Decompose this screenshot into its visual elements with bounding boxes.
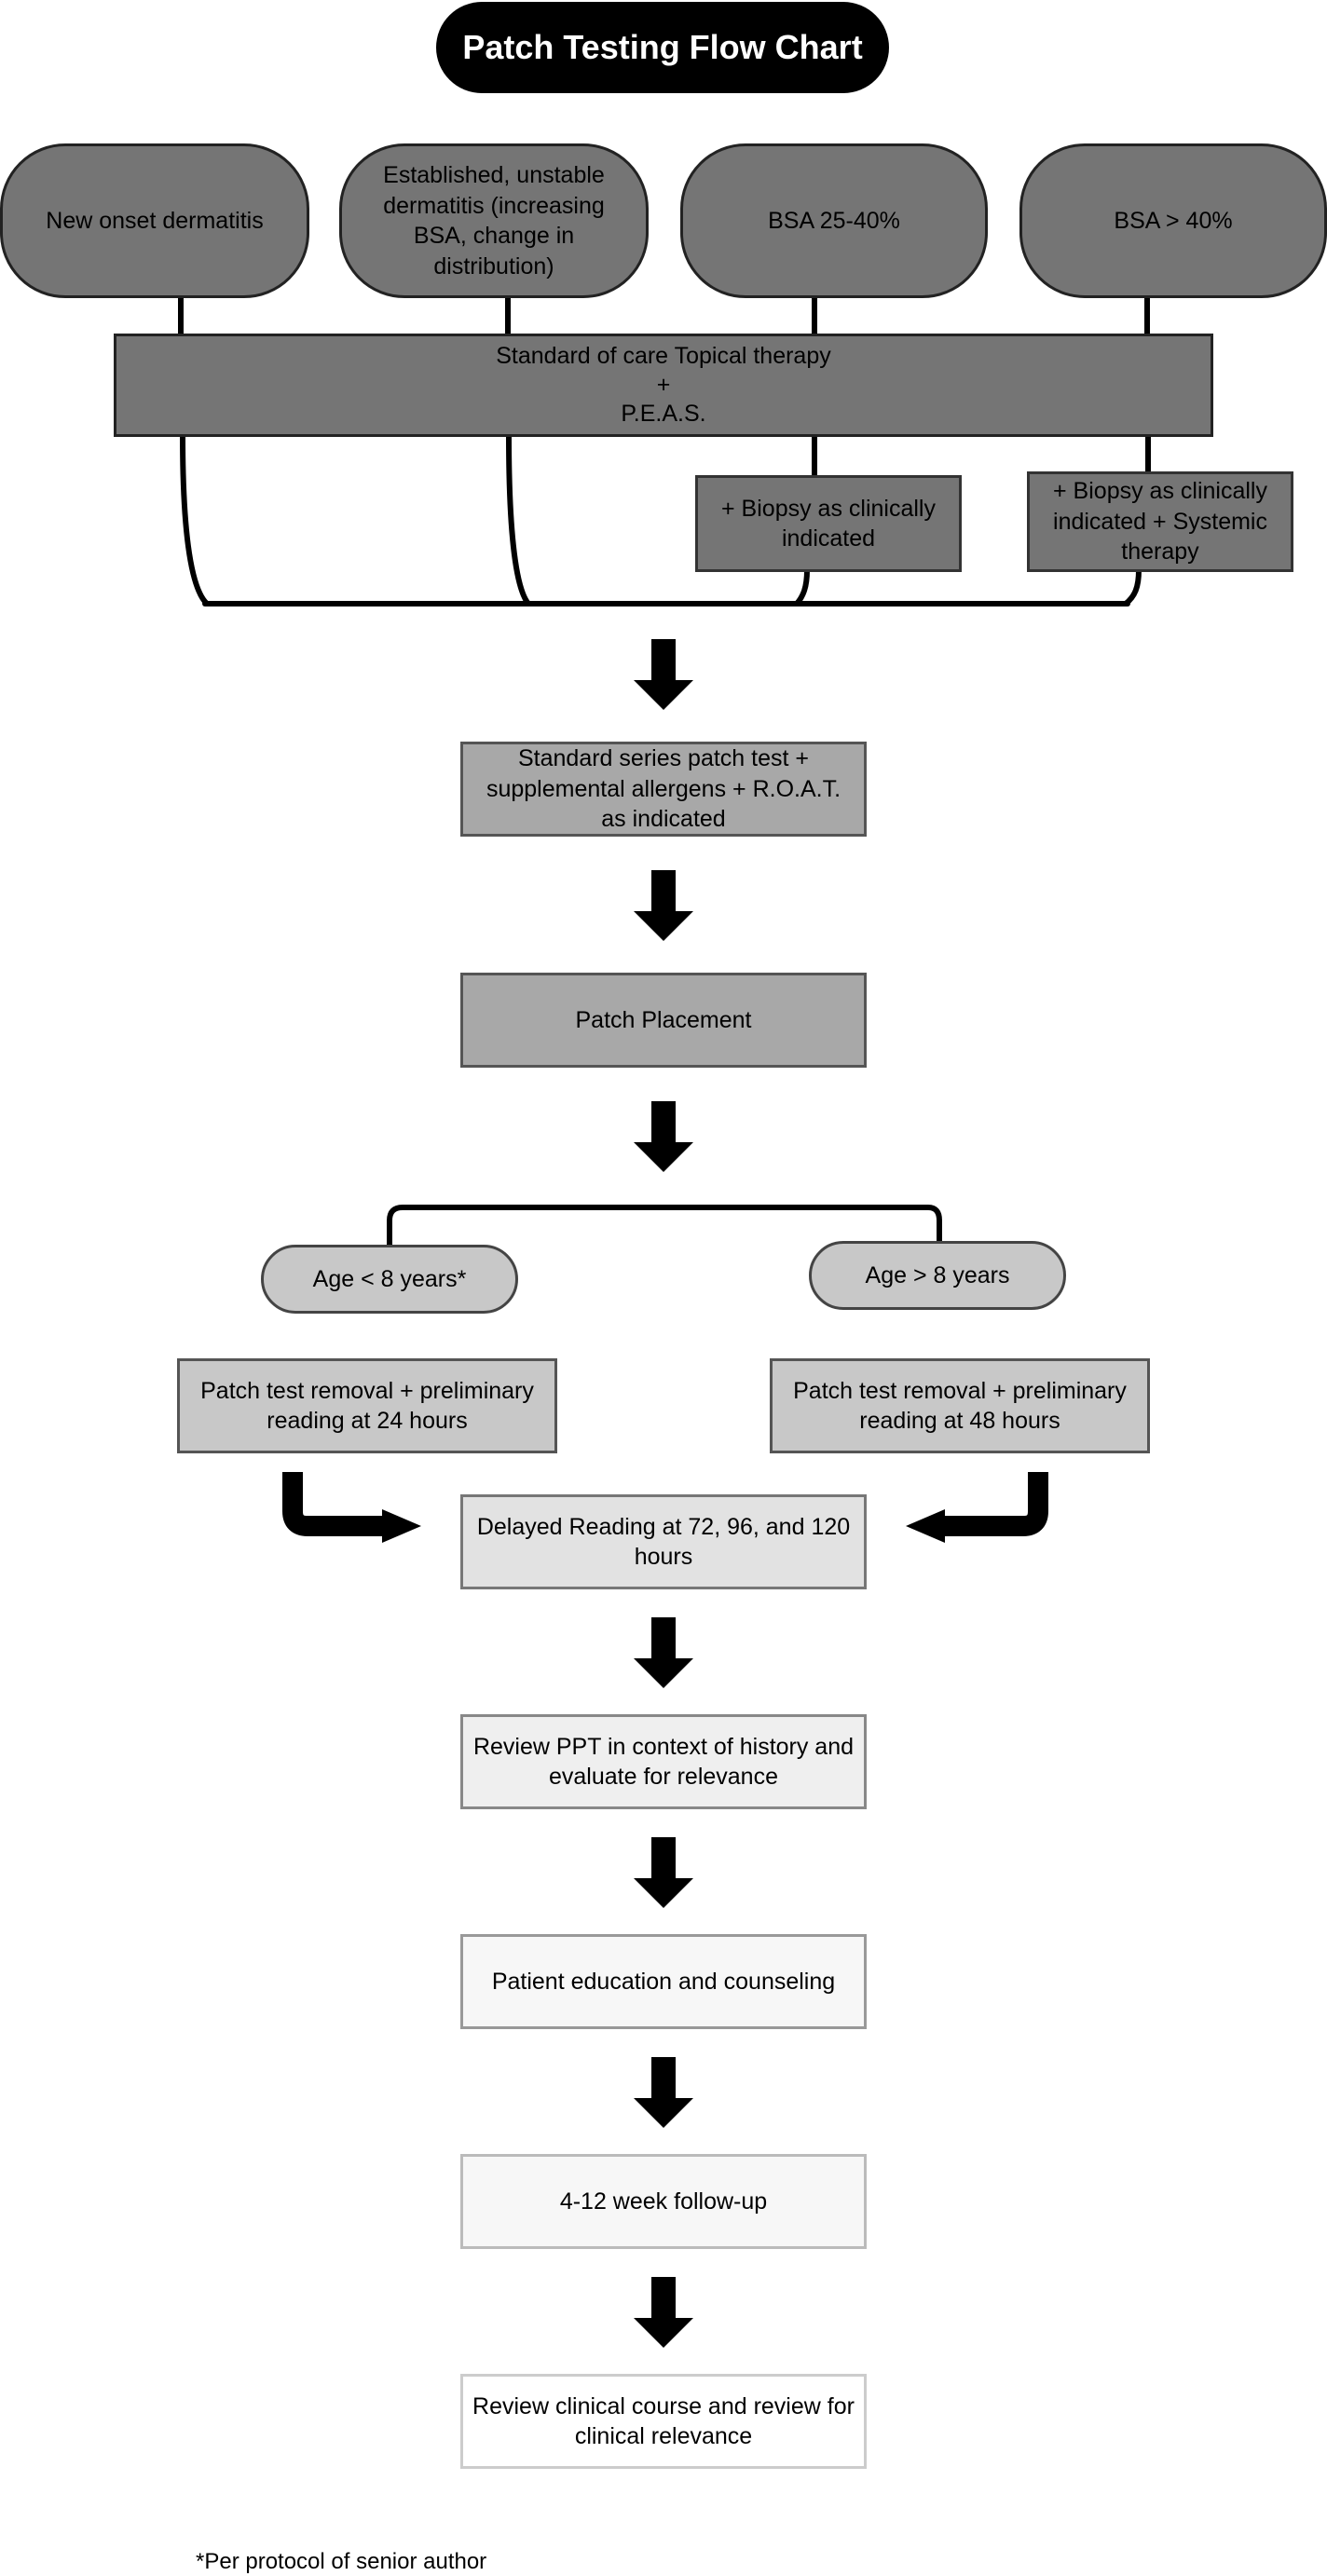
node-biopsy-1: + Biopsy as clinically indicated bbox=[695, 475, 962, 572]
node-bsa-over-40: BSA > 40% bbox=[1019, 143, 1327, 298]
topical-therapy-line-1: Standard of care Topical therapy bbox=[496, 342, 831, 369]
down-arrow-4 bbox=[634, 1617, 693, 1688]
converge-line-1 bbox=[180, 432, 210, 607]
converge-line-3b bbox=[794, 567, 810, 607]
node-bsa-25-40: BSA 25-40% bbox=[680, 143, 988, 298]
down-arrow-5 bbox=[634, 1837, 693, 1908]
down-arrow-2 bbox=[634, 870, 693, 941]
down-arrow-6 bbox=[634, 2057, 693, 2128]
node-age-over-8: Age > 8 years bbox=[809, 1241, 1066, 1310]
converge-line-4b bbox=[1123, 567, 1142, 607]
elbow-arrow-right-head bbox=[906, 1509, 945, 1543]
node-delayed-reading: Delayed Reading at 72, 96, and 120 hours bbox=[460, 1494, 867, 1589]
topical-therapy-line-3: P.E.A.S. bbox=[621, 401, 706, 428]
node-review-clinical-course: Review clinical course and review for cl… bbox=[460, 2374, 867, 2469]
footnote: *Per protocol of senior author bbox=[196, 2549, 487, 2574]
node-follow-up: 4-12 week follow-up bbox=[460, 2154, 867, 2249]
node-patch-placement: Patch Placement bbox=[460, 973, 867, 1068]
node-removal-24-hours: Patch test removal + preliminary reading… bbox=[177, 1358, 557, 1453]
node-topical-therapy: Standard of care Topical therapy + P.E.A… bbox=[114, 334, 1213, 437]
down-arrow-1 bbox=[634, 639, 693, 710]
down-arrow-7 bbox=[634, 2277, 693, 2348]
node-review-ppt: Review PPT in context of history and eva… bbox=[460, 1714, 867, 1809]
node-removal-48-hours: Patch test removal + preliminary reading… bbox=[770, 1358, 1150, 1453]
node-patch-test-series: Standard series patch test + supplementa… bbox=[460, 742, 867, 837]
elbow-arrow-left-line bbox=[282, 1472, 384, 1536]
page-title: Patch Testing Flow Chart bbox=[436, 2, 889, 93]
node-established-unstable-dermatitis: Established, unstable dermatitis (increa… bbox=[339, 143, 649, 298]
elbow-arrow-left-head bbox=[382, 1509, 421, 1543]
node-age-under-8: Age < 8 years* bbox=[261, 1245, 518, 1314]
node-patient-education: Patient education and counseling bbox=[460, 1934, 867, 2029]
age-split-bracket bbox=[387, 1205, 942, 1251]
node-biopsy-2: + Biopsy as clinically indicated + Syste… bbox=[1027, 471, 1293, 572]
converge-line-2 bbox=[506, 432, 531, 607]
down-arrow-3 bbox=[634, 1101, 693, 1172]
node-new-onset-dermatitis: New onset dermatitis bbox=[0, 143, 309, 298]
elbow-arrow-right-line bbox=[943, 1472, 1048, 1536]
topical-therapy-line-2: + bbox=[656, 371, 671, 398]
